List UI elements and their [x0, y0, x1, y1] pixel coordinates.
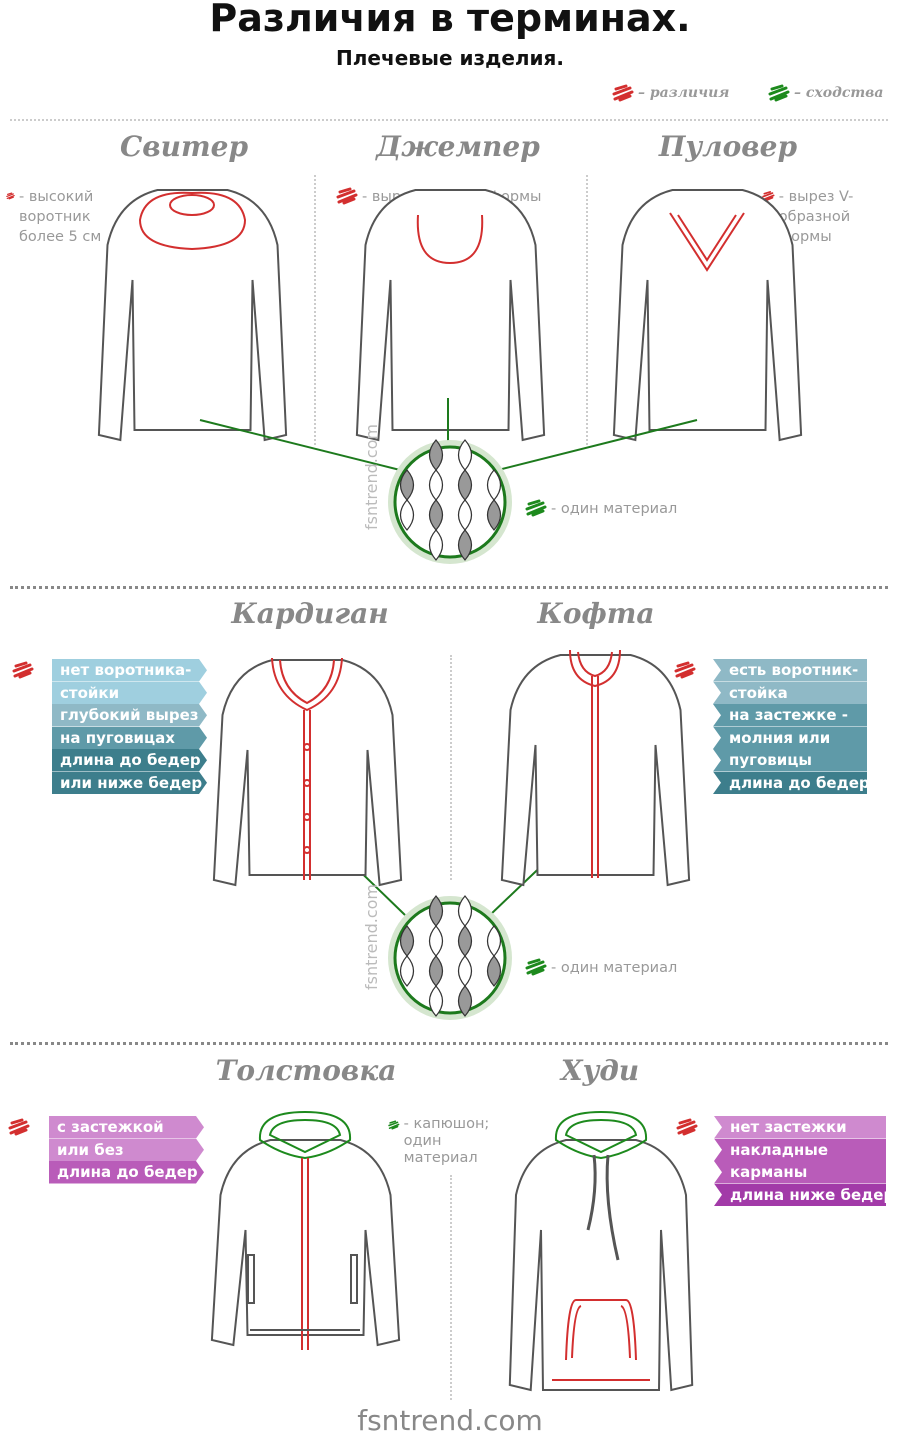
red-scribble-icon — [612, 84, 634, 102]
feature-tag: или ниже бедер — [52, 772, 207, 795]
red-scribble-icon — [6, 192, 15, 200]
section-divider — [10, 1042, 888, 1045]
watermark: fsntrend.com — [362, 883, 381, 990]
legend-differences: – различия — [612, 84, 729, 102]
hood-similarity-note: - капюшон; один материал — [388, 1116, 513, 1167]
legend-diff-label: – различия — [638, 85, 730, 101]
page-subtitle: Плечевые изделия. — [336, 46, 564, 70]
feature-tag: длина ниже бедер — [714, 1183, 886, 1206]
feature-tag: накладные — [714, 1138, 886, 1161]
green-scribble-icon — [768, 84, 790, 102]
divider — [10, 119, 888, 121]
kofta-illustration — [500, 649, 691, 887]
garment-name-hoodie: Худи — [560, 1054, 640, 1087]
feature-tag: стойка — [713, 681, 867, 704]
feature-tag: молния или — [713, 726, 867, 749]
red-scribble-icon — [676, 1118, 698, 1136]
feature-tag: нет воротника- — [52, 659, 207, 682]
divider — [314, 175, 316, 445]
green-scribble-icon — [525, 958, 547, 976]
legend-sim-label: – сходства — [794, 85, 884, 101]
page-title: Различия в терминах. — [209, 0, 691, 40]
divider — [586, 175, 588, 445]
jumper-illustration — [355, 189, 546, 442]
section-divider — [10, 586, 888, 589]
feature-tag: или без — [49, 1139, 204, 1162]
red-scribble-icon — [12, 661, 34, 679]
red-scribble-icon — [762, 191, 775, 201]
cardigan-illustration — [212, 657, 403, 887]
feature-tag: пуговицы — [713, 749, 867, 772]
garment-name-kofta: Кофта — [537, 597, 655, 630]
red-scribble-icon — [8, 1118, 30, 1136]
watermark: fsntrend.com — [362, 423, 381, 530]
garment-name-tolstovka: Толстовка — [215, 1054, 397, 1087]
feature-tag: длина до бедер — [52, 749, 207, 772]
sweater-illustration — [97, 189, 288, 442]
green-scribble-icon — [525, 499, 547, 517]
legend-similarities: – сходства — [768, 84, 883, 102]
pullover-illustration — [612, 189, 803, 442]
red-scribble-icon — [674, 661, 696, 679]
sweater-note: - высокий воротник более 5 см — [6, 187, 116, 247]
feature-tag: нет застежки — [714, 1116, 886, 1139]
garment-name-jumper: Джемпер — [376, 130, 540, 163]
material-similarity-note: - один материал — [525, 958, 677, 978]
garment-name-sweater: Свитер — [119, 130, 249, 163]
feature-tag: длина до бедер — [713, 771, 867, 794]
red-scribble-icon — [336, 187, 358, 205]
garment-name-cardigan: Кардиган — [231, 597, 389, 630]
hoodie-illustration — [508, 1110, 694, 1392]
material-similarity-note: - один материал — [525, 499, 677, 519]
knit-texture-circle — [388, 895, 512, 1020]
green-scribble-icon — [388, 1120, 400, 1130]
feature-tag: стойки — [52, 682, 207, 705]
footer-site: fsntrend.com — [357, 1404, 543, 1437]
divider — [450, 655, 452, 880]
feature-tag: с застежкой — [49, 1116, 204, 1139]
feature-tag: карманы — [714, 1161, 886, 1184]
garment-name-pullover: Пуловер — [658, 130, 798, 163]
tolstovka-illustration — [210, 1110, 401, 1350]
feature-tag: длина до бедер — [49, 1161, 204, 1184]
feature-tag: на застежке - — [713, 704, 867, 727]
feature-tag: есть воротник- — [713, 659, 867, 682]
divider — [450, 1175, 452, 1400]
feature-tag: на пуговицах — [52, 727, 207, 750]
knit-texture-circle — [388, 439, 512, 564]
feature-tag: глубокий вырез — [52, 704, 207, 727]
